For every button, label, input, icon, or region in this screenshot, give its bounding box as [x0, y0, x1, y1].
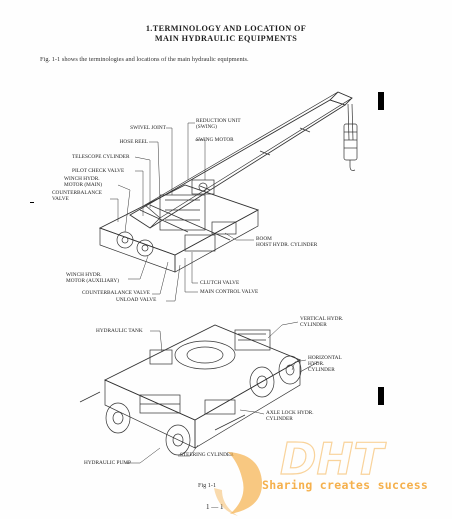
label-axle-lock-cylinder: AXLE LOCK HYDR. CYLINDER [266, 410, 314, 422]
label-steering-cylinder: STEERING CYLINDER [180, 452, 234, 458]
label-hydraulic-tank: HYDRAULIC TANK [96, 328, 143, 334]
label-unload-valve: UNLOAD VALVE [116, 297, 157, 303]
label-boom-hoist-cylinder: BOOM HOIST HYDR. CYLINDER [256, 236, 318, 248]
page-title-line1: 1.TERMINOLOGY AND LOCATION OF [145, 24, 307, 33]
label-swing-motor: SWING MOTOR [196, 137, 234, 143]
crane-boom-drawing [129, 91, 358, 229]
watermark-logo: DHT [279, 436, 387, 480]
label-clutch-valve: CLUTCH VALVE [200, 280, 240, 286]
label-vertical-cylinder: VERTICAL HYDR. CYLINDER [300, 316, 344, 328]
label-hydraulic-pump: HYDRAULIC PUMP [84, 460, 131, 466]
leader-lines-top [110, 122, 254, 302]
label-swivel-joint: SWIVEL JOINT [130, 125, 166, 131]
label-winch-motor-main: WINCH HYDR. MOTOR (MAIN) [64, 176, 103, 188]
label-telescope-cylinder: TELESCOPE CYLINDER [72, 154, 130, 160]
label-horizontal-cylinder: HORIZONTAL HYDR. CYLINDER [308, 355, 342, 373]
watermark-logo-text: DHT [280, 436, 386, 480]
page-title-line2: MAIN HYDRAULIC EQUIPMENTS [154, 34, 298, 43]
figure-label: Fig 1-1 [198, 482, 217, 489]
label-hose-reel: HOSE REEL [119, 139, 148, 145]
label-main-control-valve: MAIN CONTROL VALVE [200, 289, 259, 295]
leader-lines-bottom [126, 321, 307, 464]
scan-mark-top [378, 92, 384, 110]
label-winch-motor-aux: WINCH HYDR. MOTOR (AUXILIARY) [66, 272, 120, 284]
watermark-swoosh-icon [214, 452, 263, 516]
scan-dash [30, 202, 34, 203]
label-pilot-check-valve: PILOT CHECK VALVE [72, 168, 125, 174]
figure-caption: Fig. 1-1 shows the terminologies and loc… [40, 56, 249, 63]
label-reduction-unit: REDUCTION UNIT (SWING) [196, 118, 241, 130]
crane-superstructure-drawing [98, 179, 260, 273]
watermark-tagline: Sharing creates success [262, 478, 429, 492]
label-counterbalance-valve: COUNTERBALANCE VALVE [52, 190, 103, 202]
label-counterbalance-valve-2: COUNTERBALANCE VALVE [82, 290, 151, 296]
crane-carrier-drawing [79, 324, 319, 456]
scan-mark-bottom [378, 387, 384, 405]
page-number: 1 — 1 [206, 503, 224, 511]
